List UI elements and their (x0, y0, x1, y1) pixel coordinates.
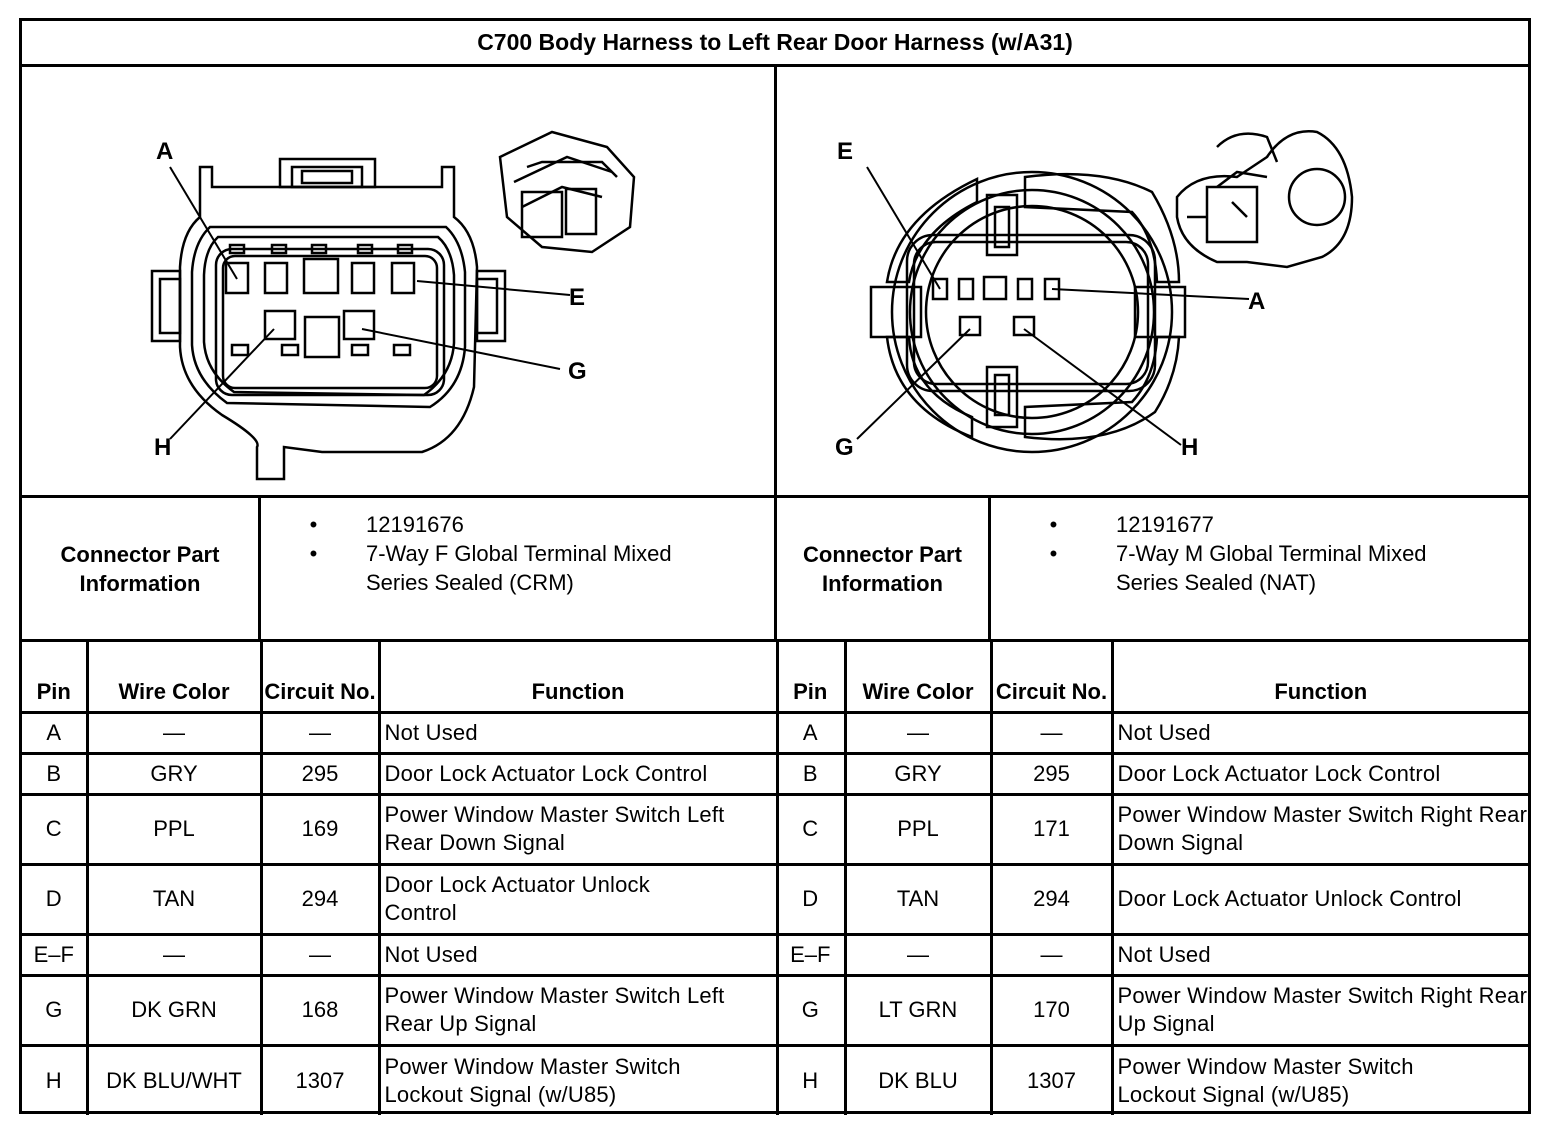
right-part-info: •12191677 •7-Way M Global Terminal Mixed… (991, 498, 1528, 639)
pin-label-a: A (156, 138, 173, 165)
list-item: •7-Way M Global Terminal Mixed Series Se… (1049, 541, 1427, 595)
table-row: E–F——Not Used (777, 932, 1528, 977)
column-header-pin: Pin (22, 642, 89, 714)
male-connector-face-icon: E A G H (835, 130, 1354, 461)
left-connector-label: Connector Part Information (22, 498, 261, 639)
pin-label-g: G (835, 434, 854, 461)
right-pin-table: Pin Wire Color Circuit No. Function A——N… (777, 642, 1528, 1115)
list-item: •7-Way F Global Terminal Mixed Series Se… (309, 541, 672, 595)
connector-sheet: C700 Body Harness to Left Rear Door Harn… (19, 18, 1531, 1115)
column-header-function: Function (377, 642, 779, 714)
column-header-circuit: Circuit No. (259, 642, 381, 714)
left-pin-table: Pin Wire Color Circuit No. Function A——N… (22, 642, 779, 1115)
column-header-circuit: Circuit No. (989, 642, 1114, 714)
list-item: •12191677 (1049, 512, 1214, 537)
pin-label-e: E (569, 284, 585, 311)
left-connector-diagram: A E G H (22, 67, 777, 495)
left-part-info: •12191676 •7-Way F Global Terminal Mixed… (261, 498, 777, 639)
right-connector-label: Connector Part Information (777, 498, 991, 639)
pin-label-e: E (837, 138, 853, 165)
column-header-pin: Pin (777, 642, 847, 714)
column-header-function: Function (1110, 642, 1528, 714)
pin-label-h: H (154, 434, 171, 461)
column-header-wire-color: Wire Color (85, 642, 263, 714)
table-row: E–F——Not Used (22, 932, 779, 977)
table-row: A——Not Used (22, 710, 779, 755)
female-connector-face-icon: A E G H (150, 130, 636, 481)
table-row: A——Not Used (777, 710, 1528, 755)
list-item: •12191676 (309, 512, 464, 537)
page-title: C700 Body Harness to Left Rear Door Harn… (22, 21, 1528, 67)
column-header-wire-color: Wire Color (843, 642, 993, 714)
pin-label-a: A (1248, 288, 1265, 315)
right-connector-diagram: E A G H (777, 67, 1528, 495)
pin-label-h: H (1181, 434, 1198, 461)
pin-label-g: G (568, 358, 587, 385)
connector-part-info-row: Connector Part Information •12191676 •7-… (22, 495, 1528, 642)
